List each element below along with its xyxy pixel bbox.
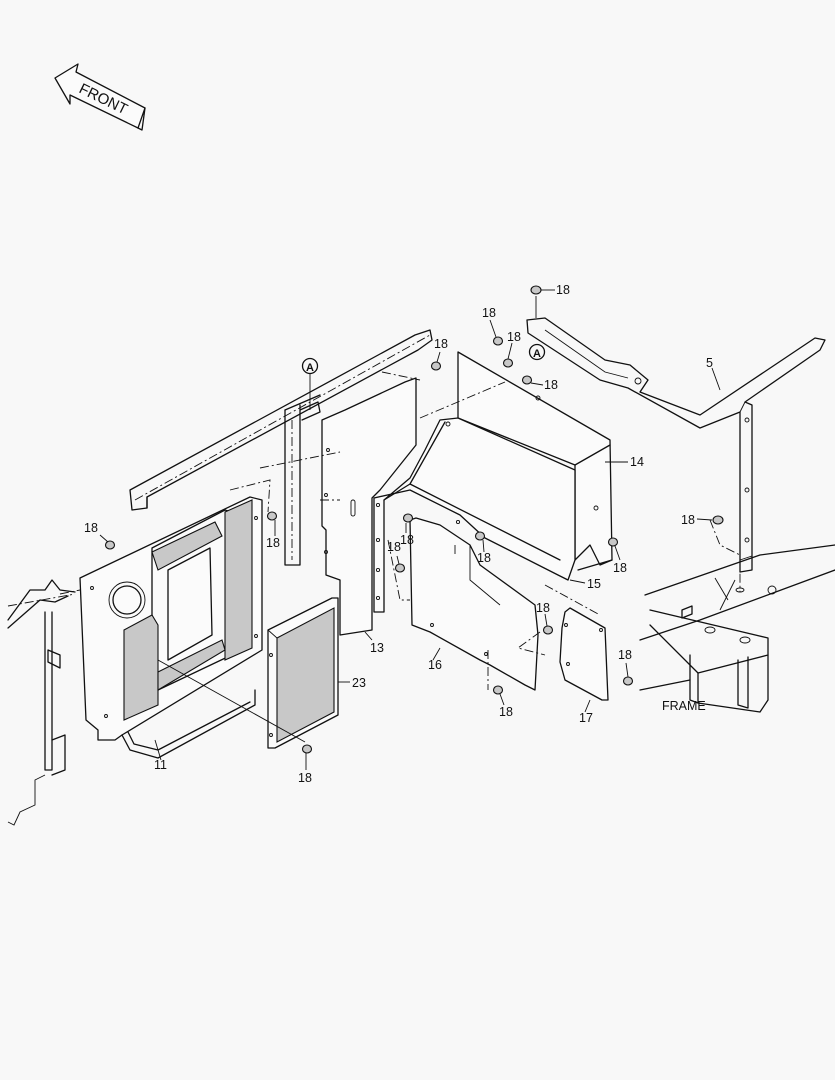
bolt-18-o	[301, 744, 313, 754]
svg-text:A: A	[306, 362, 314, 374]
bolt-18-d	[521, 375, 533, 385]
callout-18: 18	[556, 283, 570, 297]
callout-18: 18	[84, 521, 98, 535]
callout-labels: 18 18 18 18 18 18 18 18 18 18 18 18 18 1…	[84, 283, 713, 785]
bolt-18-h	[474, 531, 486, 541]
bolt-18-n	[492, 685, 504, 695]
bolt-18-c	[430, 361, 442, 371]
callout-18: 18	[499, 705, 513, 719]
bolt-18-top-bracket	[530, 285, 542, 318]
callout-18: 18	[477, 551, 491, 565]
front-arrow: FRONT	[54, 63, 146, 131]
callout-18: 18	[681, 513, 695, 527]
bolts	[104, 285, 724, 754]
callout-18: 18	[507, 330, 521, 344]
main-frame: FRAME	[639, 544, 835, 713]
callout-part-14: 14	[630, 455, 644, 469]
callout-part-15: 15	[587, 577, 601, 591]
leader-lines	[99, 289, 721, 770]
frame-label: FRAME	[662, 699, 706, 713]
bolt-18-k	[607, 537, 619, 547]
callout-18: 18	[387, 540, 401, 554]
part-11-frame	[59, 496, 263, 759]
guide-lines	[229, 381, 741, 690]
callout-part-17: 17	[579, 711, 593, 725]
callout-part-23: 23	[352, 676, 366, 690]
callout-part-13: 13	[370, 641, 384, 655]
callout-18: 18	[266, 536, 280, 550]
part-13-panel	[321, 371, 421, 636]
callout-18: 18	[400, 533, 414, 547]
part-14-box	[457, 351, 613, 571]
callout-18: 18	[544, 378, 558, 392]
bolt-18-b	[502, 358, 514, 368]
reference-mark-a-right: A	[528, 343, 546, 361]
callout-18: 18	[482, 306, 496, 320]
callout-18: 18	[618, 648, 632, 662]
part-15-cover	[373, 417, 576, 613]
callout-part-5: 5	[706, 356, 713, 370]
part-17-plate	[559, 607, 609, 701]
bolt-18-e	[266, 511, 278, 521]
part-16-panel	[409, 517, 539, 691]
part-23-block	[157, 597, 339, 749]
left-frame-fragment	[7, 579, 76, 826]
bolt-18-i	[394, 563, 406, 573]
bolt-18-f	[104, 540, 116, 550]
bolt-18-j	[712, 515, 724, 525]
bolt-18-g	[402, 513, 414, 523]
svg-text:A: A	[533, 348, 541, 360]
callout-part-16: 16	[428, 658, 442, 672]
bolt-18-m	[622, 676, 634, 686]
callout-18: 18	[613, 561, 627, 575]
upper-tube	[129, 329, 433, 566]
callout-18: 18	[298, 771, 312, 785]
callout-18: 18	[536, 601, 550, 615]
bolt-18-a	[492, 336, 504, 346]
part-5-bracket	[526, 317, 826, 573]
callout-part-11: 11	[154, 758, 167, 772]
bolt-18-l	[542, 625, 554, 635]
callout-18: 18	[434, 337, 448, 351]
reference-mark-a-left: A	[301, 357, 319, 410]
